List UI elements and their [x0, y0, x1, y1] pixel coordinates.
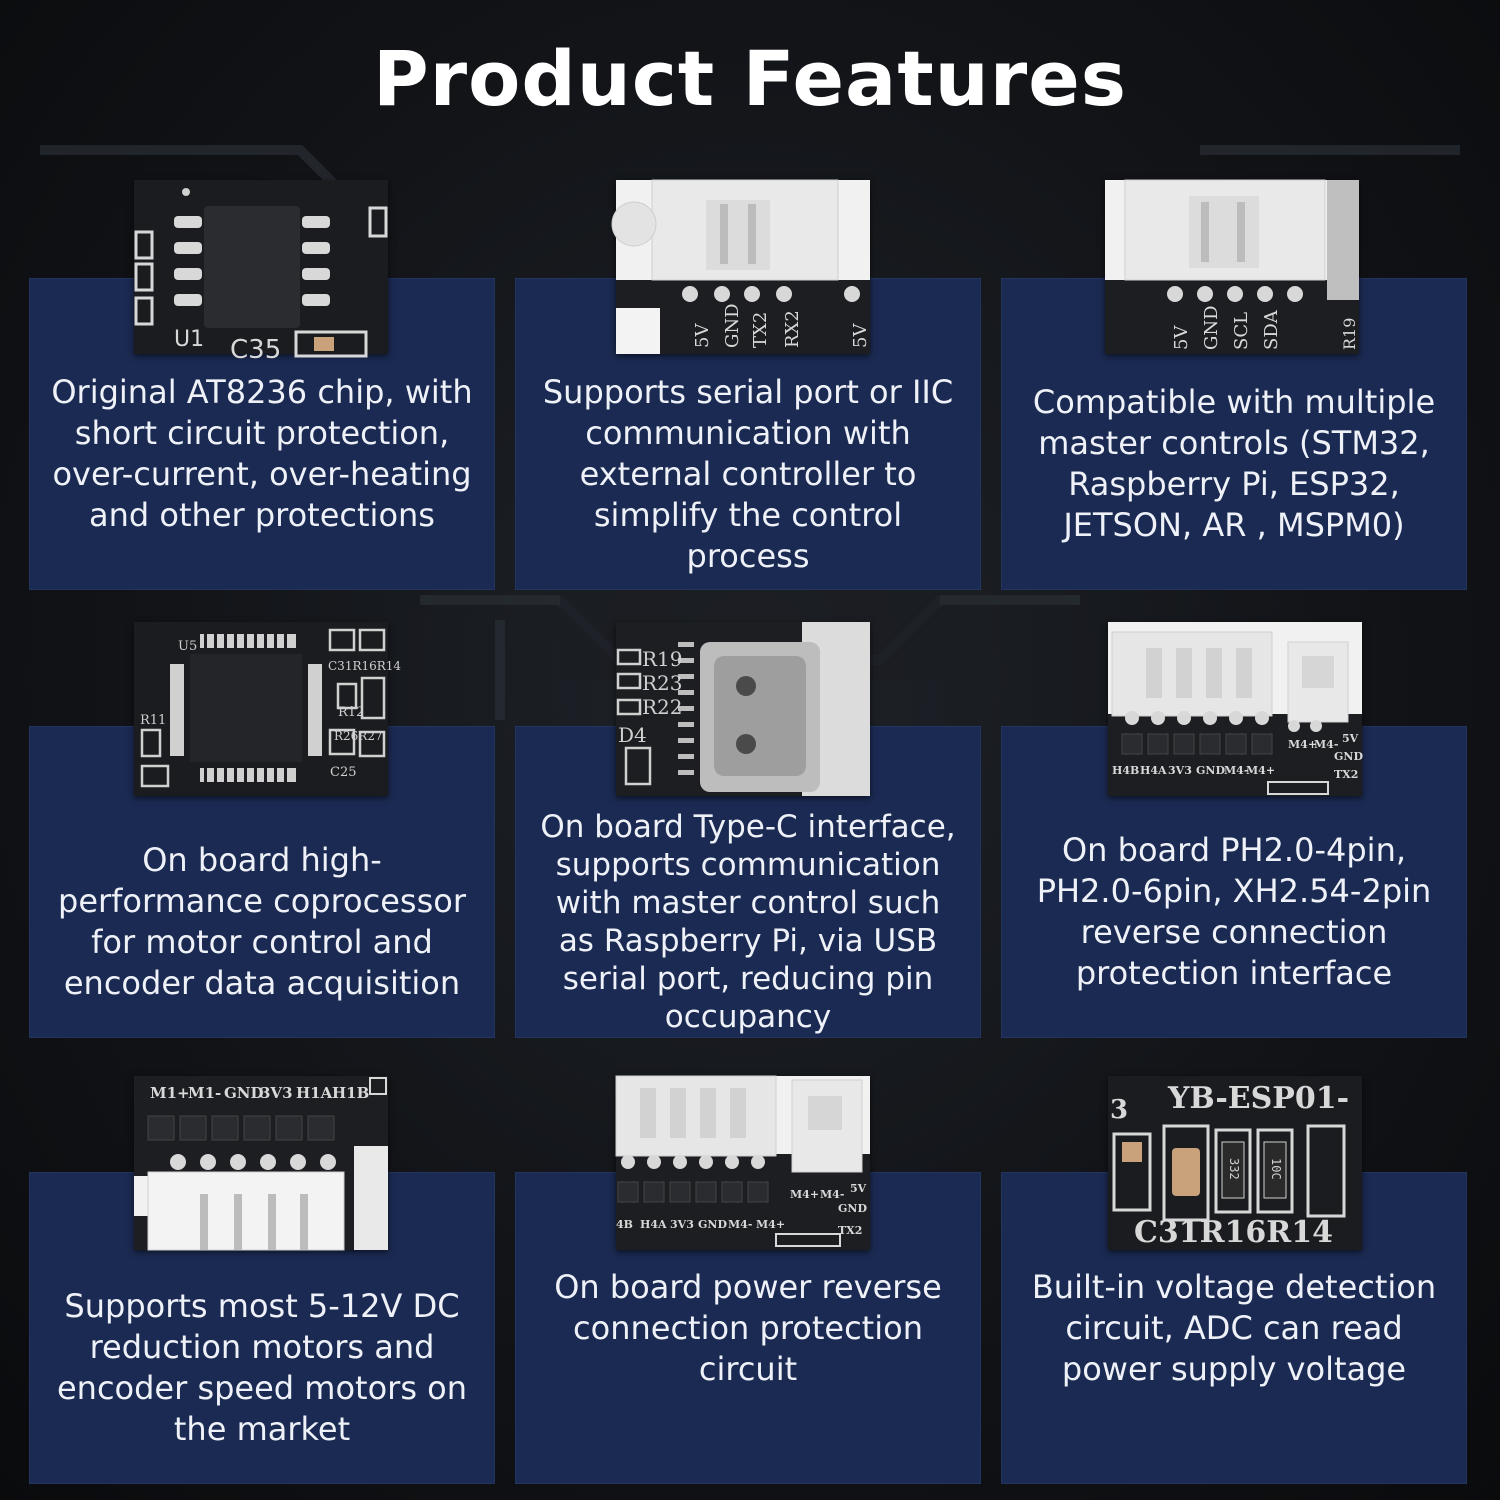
voltage-detection-photo: YB-ESP01- 3 332 10C C31R16R14 — [1108, 1076, 1362, 1250]
board-label: C31R16R14 — [1134, 1215, 1333, 1250]
motor-connector-photo: M1+ M1- GND 3V3 H1A H1B — [134, 1076, 388, 1251]
board-label: U5 — [178, 639, 197, 654]
board-label: R19 — [642, 647, 683, 671]
feature-text: Supports most 5-12V DC reduction motors … — [56, 1287, 468, 1448]
board-label: R12 — [338, 705, 364, 720]
svg-text:3: 3 — [1110, 1095, 1128, 1125]
pin-label: M4- — [1224, 764, 1248, 777]
pin-label: M4- — [1314, 738, 1338, 751]
pin-label: 5V — [1171, 325, 1192, 350]
board-label: R11 — [140, 713, 166, 728]
pin-label: H4A — [1140, 764, 1167, 777]
pin-label: 5V — [850, 323, 871, 348]
pin-label: GND — [838, 1202, 867, 1215]
feature-text: On board high-performance coprocessor fo… — [58, 841, 466, 1002]
pin-label: 4B — [616, 1218, 633, 1231]
page-title: Product Features — [372, 34, 1128, 123]
pin-label: TX2 — [1334, 768, 1358, 781]
pin-label: M1- — [188, 1084, 221, 1102]
pin-label: 5V — [850, 1182, 867, 1195]
board-label: R23 — [642, 671, 683, 695]
pin-label: GND — [1196, 764, 1225, 777]
pin-label: H4A — [640, 1218, 667, 1231]
pin-label: H1B — [332, 1084, 369, 1102]
board-label: R26R27 — [334, 729, 383, 743]
pin-label: 3V3 — [1168, 764, 1192, 777]
pin-label: TX2 — [838, 1224, 862, 1237]
pin-label: M4+ — [756, 1218, 785, 1231]
pin-label: GND — [1334, 750, 1363, 763]
resistor-label: 332 — [1227, 1158, 1241, 1180]
feature-text: Compatible with multiple master controls… — [1032, 383, 1436, 544]
pin-label: GND — [698, 1218, 727, 1231]
pin-label: 3V3 — [670, 1218, 694, 1231]
type-c-photo: R19 R23 R22 D4 — [616, 622, 870, 796]
board-label: C31R16R14 — [328, 659, 401, 673]
feature-text: On board power reverse connection protec… — [554, 1267, 942, 1388]
pin-label: M4+ — [790, 1188, 819, 1201]
pin-label: M4- — [728, 1218, 752, 1231]
feature-text: Built-in voltage detection circuit, ADC … — [1031, 1267, 1437, 1388]
pin-label: SDA — [1261, 309, 1282, 350]
feature-text: Original AT8236 chip, with short circuit… — [51, 373, 473, 534]
pin-label: GND — [1201, 305, 1222, 350]
board-label: R22 — [642, 695, 683, 719]
chip-label-u1: U1 — [174, 327, 204, 352]
iic-connector-photo: 5V GND SCL SDA R19 — [1105, 179, 1359, 354]
pin-label: GND — [722, 303, 743, 348]
board-label: C25 — [330, 765, 357, 780]
pin-label: M4+ — [1288, 738, 1317, 751]
feature-text: On board PH2.0-4pin, PH2.0-6pin, XH2.54-… — [1036, 831, 1432, 992]
chip-photo: U1 C35 — [134, 180, 388, 365]
resistor-label: 10C — [1269, 1158, 1283, 1180]
coprocessor-photo: U5 R11 C31R16R14 R12 R26R27 C25 — [134, 622, 401, 796]
serial-connector-photo: 5V GND TX2 RX2 5V — [611, 179, 871, 354]
pin-label: R19 — [1340, 318, 1359, 350]
pin-label: RX2 — [782, 310, 803, 348]
pin-label: TX2 — [750, 312, 771, 348]
pin-label: SCL — [1231, 312, 1252, 350]
pin-label: GND — [224, 1084, 264, 1102]
pin-label: H4B — [1112, 764, 1139, 777]
connector-interfaces-photo: H4B H4A 3V3 GND M4- M4+ M4+ M4- 5V GND T… — [1108, 622, 1363, 796]
pin-label: M1+ — [150, 1084, 190, 1102]
chip-label-c35: C35 — [230, 335, 281, 365]
pin-label: 5V — [1342, 732, 1359, 745]
pin-label: 3V3 — [260, 1084, 293, 1102]
power-protection-photo: 4B H4A 3V3 GND M4- M4+ M4+ M4- 5V GND TX… — [615, 1075, 870, 1250]
pin-label: M4- — [820, 1188, 844, 1201]
pin-label: 5V — [692, 323, 713, 348]
feature-text: Supports serial port or IIC communicatio… — [542, 372, 954, 575]
feature-text: On board Type-C interface, supports comm… — [540, 809, 956, 1035]
feature-card-chip: Original AT8236 chip, with short circuit… — [29, 278, 495, 590]
board-label: D4 — [618, 723, 647, 747]
board-label: YB-ESP01- — [1167, 1081, 1349, 1116]
pin-label: M4+ — [1246, 764, 1275, 777]
pin-label: H1A — [296, 1084, 333, 1102]
